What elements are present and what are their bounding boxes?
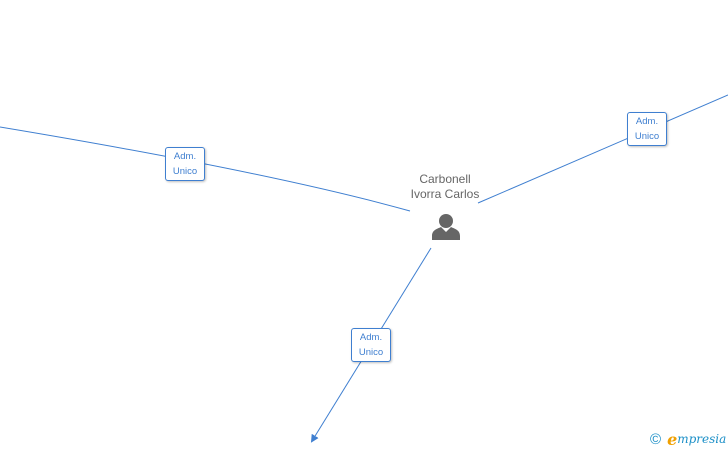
- copyright-icon: ©: [650, 430, 662, 448]
- person-name-line2: Ivorra Carlos: [410, 187, 480, 201]
- brand-logo-text: mpresia: [677, 432, 727, 446]
- edge-label-type: Unico: [172, 166, 198, 177]
- person-name[interactable]: Carbonell Ivorra Carlos: [393, 172, 497, 202]
- edge-label-right[interactable]: Adm. Unico: [627, 112, 667, 146]
- brand-logo-initial: e: [667, 429, 678, 449]
- person-icon[interactable]: [432, 214, 460, 240]
- edge-label-role: Adm.: [359, 332, 383, 343]
- edge-label-bottom[interactable]: Adm. Unico: [351, 328, 391, 362]
- edge-label-left[interactable]: Adm. Unico: [165, 147, 205, 181]
- edge-line-left: [0, 126, 411, 212]
- edge-label-type: Unico: [634, 131, 660, 142]
- brand-logo: © e mpresia: [650, 429, 726, 449]
- edge-label-type: Unico: [358, 347, 384, 358]
- edge-line-right: [477, 94, 728, 204]
- edge-label-role: Adm.: [173, 151, 197, 162]
- edge-label-role: Adm.: [635, 116, 659, 127]
- person-name-line1: Carbonell: [419, 172, 471, 186]
